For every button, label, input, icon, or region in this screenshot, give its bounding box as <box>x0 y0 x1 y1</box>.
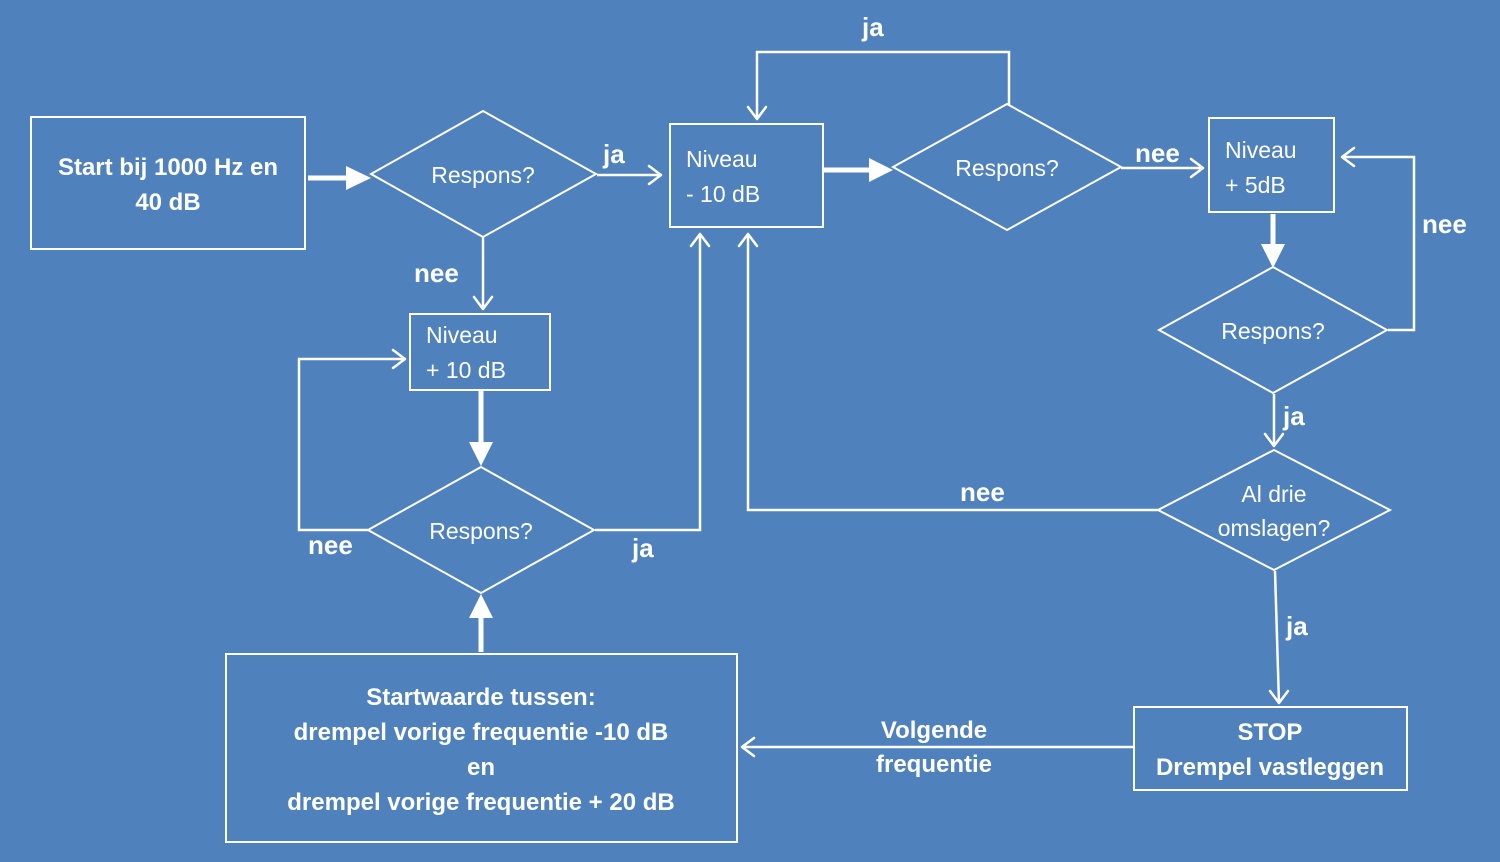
decision-respons-2: Respons? <box>890 102 1124 232</box>
edge-niveau-plus-10-to-respons-3 <box>469 391 493 466</box>
edge-volgende-frequentie <box>740 736 1133 758</box>
node-startwaarde: Startwaarde tussen: drempel vorige frequ… <box>225 653 738 843</box>
niveau-minus-10-line-1: Niveau <box>686 146 758 172</box>
al-drie-line-1: Al drie <box>1241 481 1306 507</box>
al-drie-line-2: omslagen? <box>1218 515 1331 541</box>
label-respons-2-nee: nee <box>1135 138 1180 168</box>
respons-3-text: Respons? <box>429 518 533 544</box>
stop-line-1: STOP <box>1238 719 1303 746</box>
decision-al-drie-omslagen: Al drie omslagen? <box>1155 448 1393 572</box>
node-niveau-plus-10: Niveau + 10 dB <box>409 313 551 391</box>
decision-respons-1: Respons? <box>368 109 599 239</box>
decision-respons-4: Respons? <box>1156 265 1390 395</box>
label-volgende-line-1: Volgende <box>881 717 987 744</box>
edge-niveau-plus-5-to-respons-4 <box>1261 214 1285 268</box>
edge-start-to-respons-1 <box>308 166 371 190</box>
niveau-minus-10-line-2: - 10 dB <box>686 181 760 207</box>
start-line-2: 40 dB <box>135 189 200 216</box>
niveau-plus-10-line-1: Niveau <box>426 322 498 348</box>
edge-niveau-minus-10-to-respons-2 <box>824 158 893 182</box>
startwaarde-line-2: drempel vorige frequentie -10 dB <box>294 719 669 746</box>
edge-respons-4-ja <box>1263 394 1285 448</box>
node-start: Start bij 1000 Hz en 40 dB <box>30 116 306 250</box>
niveau-plus-5-line-2: + 5dB <box>1225 172 1286 198</box>
label-respons-2-ja: ja <box>861 12 884 42</box>
edge-respons-3-ja <box>595 232 711 532</box>
edge-respons-1-nee <box>472 237 494 311</box>
startwaarde-line-1: Startwaarde tussen: <box>366 684 595 711</box>
edge-respons-2-ja <box>746 50 1011 121</box>
label-respons-1-nee: nee <box>414 258 459 288</box>
node-niveau-plus-5: Niveau + 5dB <box>1208 117 1335 213</box>
label-respons-1-ja: ja <box>602 139 625 169</box>
edge-al-drie-nee <box>737 232 1158 512</box>
label-respons-3-ja: ja <box>631 533 654 563</box>
label-al-drie-ja: ja <box>1285 611 1308 641</box>
edge-respons-2-nee <box>1121 157 1205 179</box>
label-respons-3-nee: nee <box>308 530 353 560</box>
node-stop: STOP Drempel vastleggen <box>1133 706 1408 791</box>
respons-1-text: Respons? <box>431 162 535 188</box>
startwaarde-line-3: en <box>467 754 495 781</box>
label-respons-4-ja: ja <box>1282 401 1305 431</box>
niveau-plus-10-line-2: + 10 dB <box>426 357 506 383</box>
node-niveau-minus-10: Niveau - 10 dB <box>669 123 824 228</box>
start-line-1: Start bij 1000 Hz en <box>58 154 278 181</box>
respons-2-text: Respons? <box>955 155 1059 181</box>
edge-respons-3-nee <box>297 348 407 532</box>
edge-al-drie-ja <box>1268 570 1290 705</box>
niveau-plus-5-line-1: Niveau <box>1225 137 1297 163</box>
edge-respons-4-nee <box>1340 146 1416 332</box>
label-al-drie-nee: nee <box>960 477 1005 507</box>
edge-startwaarde-to-respons-3 <box>469 594 493 652</box>
label-volgende-line-2: frequentie <box>876 751 992 778</box>
label-respons-4-nee: nee <box>1422 209 1467 239</box>
startwaarde-line-4: drempel vorige frequentie + 20 dB <box>287 789 674 816</box>
decision-respons-3: Respons? <box>365 465 597 595</box>
edge-respons-1-ja <box>597 164 663 186</box>
stop-line-2: Drempel vastleggen <box>1156 754 1384 781</box>
respons-4-text: Respons? <box>1221 318 1325 344</box>
